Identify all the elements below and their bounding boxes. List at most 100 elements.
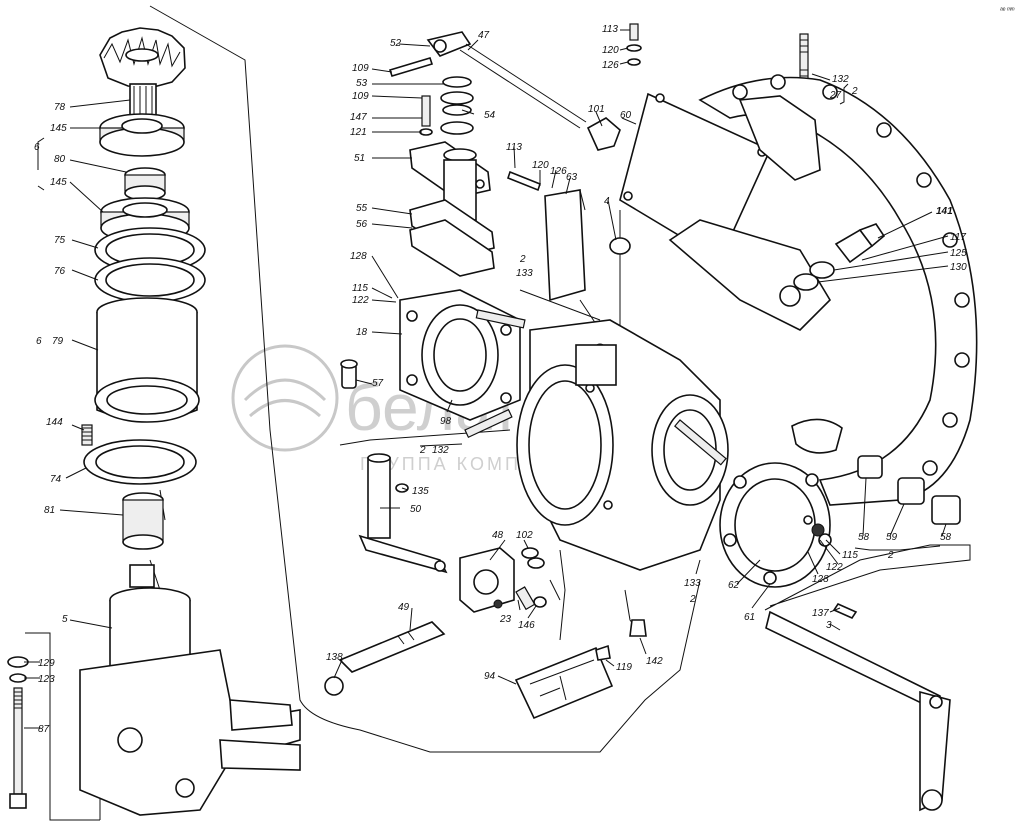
label-141: 141 [936,206,953,217]
label-79: 79 [52,336,64,347]
crank-3 [765,610,951,812]
bolt-87 [7,656,29,809]
cover-60 [619,92,772,262]
label-58a: 58 [858,532,870,543]
label-138: 138 [326,652,343,663]
label-121: 121 [350,127,367,138]
housing-79 [94,297,200,423]
label-57: 57 [372,378,384,389]
plate-94 [514,646,614,720]
assembly-lines [25,5,971,821]
pump-5 [79,564,301,816]
label-123: 123 [38,674,55,685]
plate-63 [544,189,586,302]
gasket-76 [94,257,206,303]
label-62: 62 [728,580,740,591]
label-55: 55 [356,203,368,214]
label-120b: 120 [532,160,549,171]
coupling-81 [122,492,164,550]
stud-132-left [464,408,513,439]
label-126a: 126 [602,60,619,71]
label-133b: 133 [684,578,701,589]
label-101: 101 [588,104,605,115]
housing-27 [668,74,978,506]
label-58b: 58 [940,532,952,543]
bushings-58-59 [791,418,961,525]
label-54: 54 [484,110,496,121]
label-94: 94 [484,671,496,682]
label-80: 80 [54,154,66,165]
label-133a: 133 [516,268,533,279]
label-52: 52 [390,38,402,49]
label-2d: 2 [689,594,696,605]
nut-101 [586,117,621,151]
label-2a: 2 [851,86,858,97]
label-48: 48 [492,530,504,541]
bearing-145-top [99,113,185,157]
leader-lines [24,29,949,729]
label-78: 78 [54,102,66,113]
label-63: 63 [566,172,578,183]
label-115b: 115 [842,550,858,561]
label-18: 18 [356,327,368,338]
stud-57 [340,359,358,389]
spring-144 [81,424,93,446]
gaskets-55-56 [409,199,495,277]
label-122b: 122 [826,562,843,573]
label-60: 60 [620,110,632,121]
label-109b: 109 [352,91,369,102]
label-76: 76 [54,266,66,277]
label-130: 130 [950,262,967,273]
label-129: 129 [38,658,55,669]
stack-53-54 [440,76,474,135]
label-144: 144 [46,417,63,428]
label-5: 5 [62,614,68,625]
flange-61-62 [651,394,832,588]
label-74: 74 [50,474,62,485]
bevel-gear [99,27,186,121]
label-51a: 51 [354,153,365,164]
label-113a: 113 [602,24,618,35]
plug-142 [629,619,647,637]
label-3: 3 [826,620,832,631]
label-125: 125 [950,248,967,259]
label-126b: 126 [550,166,567,177]
label-87: 87 [38,724,50,735]
label-56: 56 [356,219,368,230]
bolt-113-side [507,170,541,192]
label-47: 47 [478,30,490,41]
label-145b: 145 [50,177,67,188]
gearbox-body [516,319,721,571]
label-2b: 2 [519,254,526,265]
label-120a: 120 [602,45,619,56]
label-59: 59 [886,532,898,543]
label-145a: 145 [50,123,67,134]
stud-132-right [475,309,526,329]
label-146: 146 [518,620,535,631]
label-128b: 128 [812,574,829,585]
shaft-50 [358,453,448,574]
label-147: 147 [350,112,367,123]
corner-mark: ᵃᵉ ᵐᵐ [1000,7,1015,14]
label-113b: 113 [506,142,522,153]
label-102: 102 [516,530,533,541]
label-119: 119 [616,662,632,673]
label-132a: 132 [832,74,849,85]
gasket-74 [83,439,197,485]
pin-137 [832,602,858,620]
label-27: 27 [829,90,842,101]
lever-52 [426,31,587,129]
washers-102 [521,547,545,569]
flange-18 [399,289,521,421]
label-98: 98 [440,416,452,427]
label-75: 75 [54,235,66,246]
label-49: 49 [398,602,410,613]
bolt-109-a [388,57,434,77]
label-50: 50 [410,504,422,515]
screw-119 [595,644,611,661]
plug-138 [324,676,344,696]
bolt-109-b [419,95,433,136]
label-4: 4 [604,196,610,207]
